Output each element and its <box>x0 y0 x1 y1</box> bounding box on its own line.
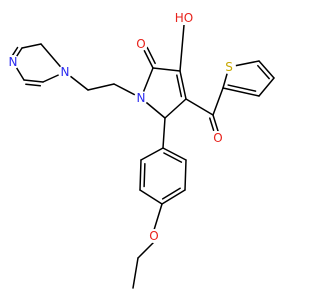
atom-n-lactam: N <box>134 91 148 105</box>
bond-ph-1-second <box>163 152 183 163</box>
atom-o-ether: O <box>147 229 161 243</box>
bond-ring-c3-c4 <box>179 70 187 100</box>
bond-c5-phenyl <box>162 117 166 149</box>
molecule-drawing: N N N O HO S O O <box>6 11 275 289</box>
bond-ph-5-second <box>143 162 146 188</box>
bond-thio-c3-c2 <box>222 87 260 97</box>
atom-label-n-imidazole-1: N <box>61 65 70 79</box>
atom-label-hydroxyl: HO <box>175 11 193 25</box>
atom-n-imidazole-3: N <box>6 55 20 69</box>
atom-label-n-imidazole-3: N <box>9 55 18 69</box>
bond-ketone-co-second <box>209 117 215 132</box>
bond-ph-3 <box>161 189 186 205</box>
structure-canvas: N N N O HO S O O <box>6 11 275 289</box>
atom-label-o-ketone: O <box>213 131 222 145</box>
atom-label-o-lactam: O <box>136 37 145 51</box>
atom-o-lactam: O <box>134 37 148 51</box>
bond-c3-oh <box>179 24 185 72</box>
atom-hydroxyl: HO <box>172 11 196 25</box>
bond-imid-c4-c5-second <box>25 83 42 87</box>
bond-imid-c2-link <box>21 43 42 49</box>
bond-ring-c3-c4-second <box>176 74 183 98</box>
bond-ar-o <box>153 203 163 231</box>
bond-ring-c2-c3 <box>152 67 181 72</box>
atom-o-ketone: O <box>211 131 225 145</box>
bond-c4-carbonyl <box>185 98 214 116</box>
bond-ph-2 <box>184 159 187 191</box>
bond-thio-c5-c4 <box>258 60 275 79</box>
atom-label-s-thiophene: S <box>225 60 233 74</box>
bond-thio-c4-c3 <box>258 77 275 97</box>
bond-ph-6 <box>140 147 164 161</box>
bond-ketone-co <box>212 114 219 132</box>
bond-ch2-ch3 <box>132 257 139 289</box>
bond-o-ch2 <box>137 241 155 259</box>
bond-lactam-co-second <box>145 44 156 65</box>
bond-thio-c3-c2-second <box>227 84 257 92</box>
atom-label-n-lactam: N <box>137 91 146 105</box>
bond-imid-c4-c5 <box>23 79 44 83</box>
bond-chain-2 <box>87 83 115 91</box>
atom-n-imidazole-1: N <box>58 65 72 79</box>
atom-s-thiophene: S <box>222 60 236 74</box>
bond-thio-c5-c4-second <box>257 64 270 80</box>
atom-label-o-ether: O <box>149 229 158 243</box>
bond-ph-5 <box>139 159 142 191</box>
bond-ring-c4-c5 <box>164 98 187 119</box>
bond-carbonyl-thio <box>212 87 224 116</box>
bond-ph-4 <box>139 189 163 205</box>
bond-ph-1 <box>162 147 187 161</box>
bond-ph-3-second <box>161 187 181 200</box>
